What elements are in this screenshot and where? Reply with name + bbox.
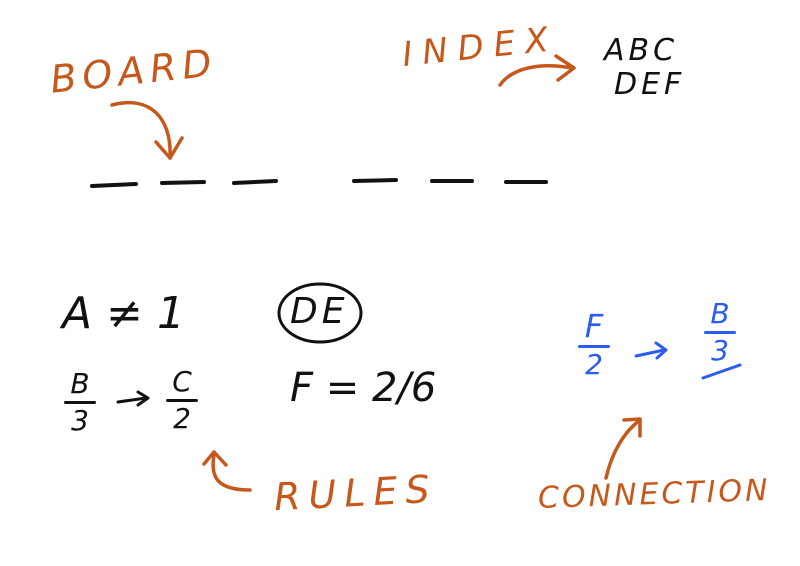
board-slot-2 — [160, 180, 206, 185]
board-arrow — [110, 100, 172, 160]
rule3-to-den: 2 — [173, 402, 191, 435]
connection-to-den: 3 — [711, 334, 729, 367]
index-arrow-head — [554, 54, 576, 82]
rule3-arrow-head — [136, 390, 150, 407]
rule3-from-fraction: B 3 — [60, 370, 100, 435]
rule3-to-fraction: C 2 — [162, 368, 202, 433]
rule3-from-bar — [64, 401, 96, 404]
de-circle — [277, 282, 363, 344]
board-slot-3 — [232, 179, 278, 185]
connection-strike — [701, 363, 742, 380]
connection-to-fraction: B 3 — [700, 300, 740, 365]
board-slot-1 — [90, 182, 138, 188]
board-slot-4 — [352, 178, 398, 183]
connection-from-bar — [578, 345, 610, 348]
board-slots — [90, 178, 548, 188]
connection-label-arrow-head — [622, 417, 642, 438]
index-arrow — [498, 64, 574, 87]
connection-label-arrow — [604, 418, 642, 480]
connection-label: CONNECTION — [537, 472, 772, 517]
index-letters-row2: DEF — [614, 67, 686, 102]
connection-to-num: B — [710, 297, 730, 330]
rule3-to-num: C — [172, 365, 192, 398]
rule3-to-bar — [166, 399, 198, 402]
rule3-from-num: B — [70, 367, 90, 400]
rule-f-position: F = 2/6 — [290, 365, 437, 411]
rules-arrow — [211, 453, 252, 492]
connection-inner-arrow — [634, 348, 666, 358]
rule3-from-den: 3 — [71, 404, 89, 437]
connection-from-fraction: F 2 — [574, 310, 614, 379]
connection-inner-arrow-head — [654, 341, 668, 360]
rules-label: RULES — [272, 466, 439, 520]
rule-a-not-1: A ≠ 1 — [62, 288, 185, 339]
rule-de-adjacent: DE — [290, 291, 349, 332]
rule3-arrow — [116, 396, 148, 404]
connection-to-bar — [704, 331, 736, 334]
connection-from-num: F — [584, 307, 604, 345]
connection-from-den: 2 — [585, 348, 603, 381]
rules-arrow-head — [202, 450, 228, 467]
index-letters-row1: ABC — [604, 33, 679, 68]
board-arrow-head — [154, 136, 184, 160]
